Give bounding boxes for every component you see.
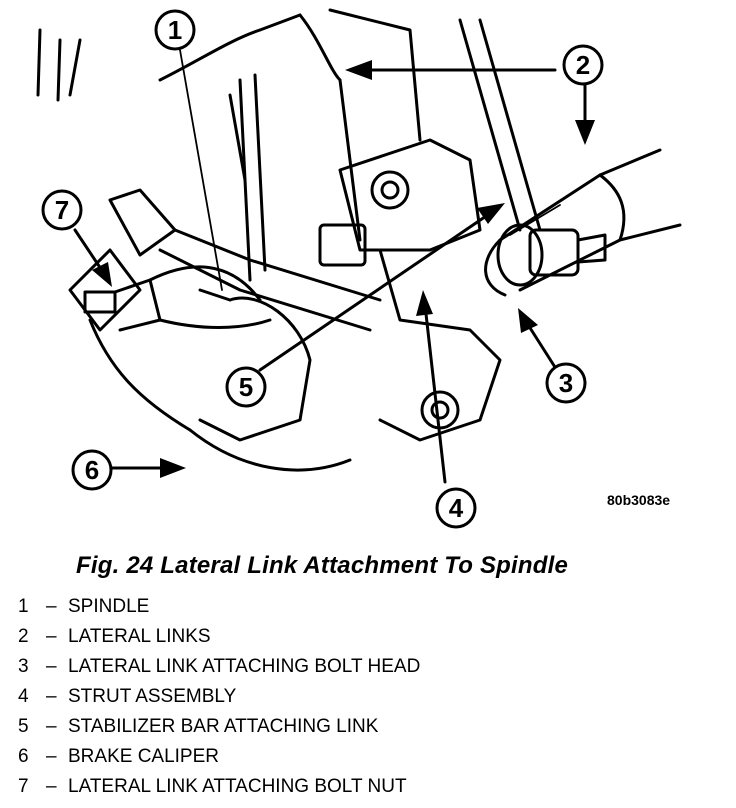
strut-body-outline bbox=[36, 8, 542, 242]
legend-number: 7 bbox=[18, 776, 29, 797]
legend-label: STRUT ASSEMBLY bbox=[68, 686, 237, 707]
legend-item: 4–STRUT ASSEMBLY bbox=[18, 683, 420, 713]
legend-item: 5–STABILIZER BAR ATTACHING LINK bbox=[18, 713, 420, 743]
callout-number: 2 bbox=[576, 50, 590, 80]
callout-circle bbox=[154, 9, 196, 51]
legend-item: 2–LATERAL LINKS bbox=[18, 623, 420, 653]
callout-7: 7 bbox=[41, 189, 83, 231]
callout-number: 6 bbox=[85, 455, 99, 485]
callout-circle bbox=[435, 487, 477, 529]
callout-number: 3 bbox=[559, 368, 573, 398]
legend-label: LATERAL LINK ATTACHING BOLT HEAD bbox=[68, 656, 421, 677]
suspension-illustration: 1 2 3 4 5 6 7 80b3083e bbox=[36, 8, 682, 529]
legend-label: LATERAL LINKS bbox=[68, 626, 211, 647]
callout-6: 6 bbox=[71, 449, 113, 491]
legend-dash: – bbox=[46, 686, 57, 707]
legend-dash: – bbox=[46, 746, 57, 767]
callouts-layer: 1 2 3 4 5 6 7 bbox=[41, 9, 604, 529]
callout-number: 4 bbox=[449, 493, 464, 523]
legend-number: 1 bbox=[18, 596, 29, 617]
legend-label: STABILIZER BAR ATTACHING LINK bbox=[68, 716, 379, 737]
callout-3: 3 bbox=[545, 362, 587, 404]
callout-number: 1 bbox=[168, 15, 182, 45]
caliper-shape bbox=[88, 288, 352, 472]
legend-dash: – bbox=[46, 596, 57, 617]
legend-dash: – bbox=[46, 716, 57, 737]
lateral-links-shape bbox=[484, 148, 682, 297]
legend-number: 5 bbox=[18, 716, 29, 737]
legend-number: 4 bbox=[18, 686, 29, 707]
legend-number: 6 bbox=[18, 746, 29, 767]
legend-item: 3–LATERAL LINK ATTACHING BOLT HEAD bbox=[18, 653, 420, 683]
callout-5: 5 bbox=[225, 366, 267, 408]
legend-number: 2 bbox=[18, 626, 29, 647]
callout-circle bbox=[41, 189, 83, 231]
callout-circle bbox=[225, 366, 267, 408]
callout-4: 4 bbox=[435, 487, 477, 529]
callout-1: 1 bbox=[154, 9, 196, 51]
knuckle-shape bbox=[338, 138, 502, 442]
figure-code: 80b3083e bbox=[607, 492, 670, 508]
legend-label: SPINDLE bbox=[68, 596, 150, 617]
legend-dash: – bbox=[46, 776, 57, 797]
callout-circle bbox=[71, 449, 113, 491]
legend-item: 6–BRAKE CALIPER bbox=[18, 743, 420, 773]
callout-circle bbox=[545, 362, 587, 404]
callout-number: 5 bbox=[239, 372, 253, 402]
legend-label: LATERAL LINK ATTACHING BOLT NUT bbox=[68, 776, 407, 797]
leader-arrows bbox=[73, 49, 595, 484]
figure-caption: Fig. 24 Lateral Link Attachment To Spind… bbox=[76, 552, 569, 579]
callout-circle bbox=[562, 44, 604, 86]
legend-label: BRAKE CALIPER bbox=[68, 746, 219, 767]
legend-item: 1–SPINDLE bbox=[18, 593, 420, 623]
callout-number: 7 bbox=[55, 195, 69, 225]
legend-number: 3 bbox=[18, 656, 29, 677]
legend-dash: – bbox=[46, 656, 57, 677]
legend-dash: – bbox=[46, 626, 57, 647]
bolt-head-shape bbox=[496, 223, 607, 287]
stabilizer-link-shape bbox=[108, 73, 382, 332]
legend-item: 7–LATERAL LINK ATTACHING BOLT NUT bbox=[18, 773, 420, 803]
callout-2: 2 bbox=[562, 44, 604, 86]
